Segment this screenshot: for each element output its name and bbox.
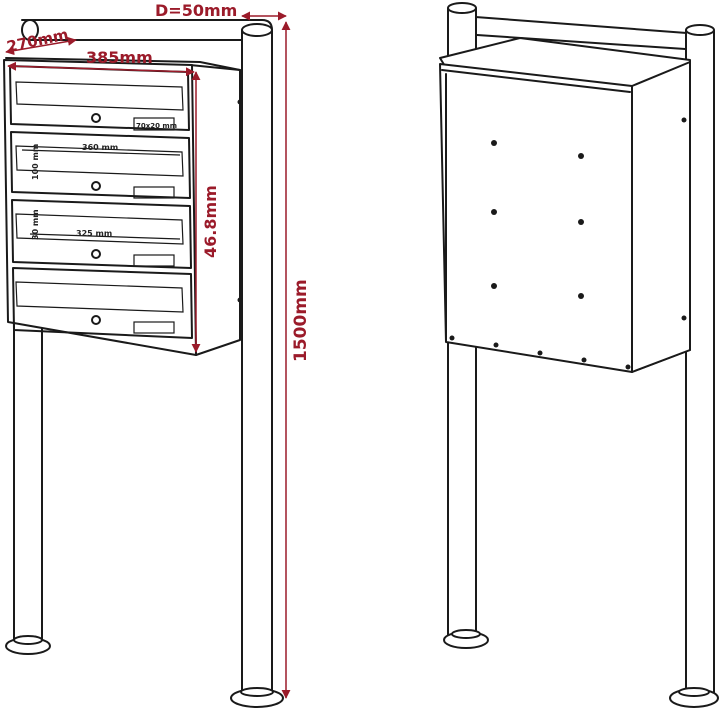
front-view: 70x20 mm 360 mm 100 mm 325 mm 30 mm (3, 1, 311, 708)
label-holder (133, 117, 175, 131)
dimension-lines (5, 11, 291, 699)
compartment-3: 325 mm 30 mm (11, 199, 192, 269)
right-post-top (241, 23, 273, 37)
back-right-post (685, 29, 715, 695)
width-label: 385mm (86, 48, 153, 67)
box-height-label: 46.8mm (201, 185, 220, 258)
bolt (237, 99, 243, 105)
total-height-label: 1500mm (291, 279, 311, 362)
slot-length-label: 360 mm (82, 143, 118, 152)
back-view (439, 2, 719, 708)
label-dimension: 70x20 mm (136, 122, 177, 130)
left-post (13, 319, 43, 651)
slot-length-small-label: 325 mm (76, 229, 112, 238)
slot-height-label: 100 mm (31, 144, 40, 180)
slot-height-small-label: 30 mm (31, 209, 40, 240)
pipe-diameter-label: D=50mm (155, 1, 237, 20)
compartment-2: 360 mm 100 mm (10, 131, 191, 199)
mounting-holes (449, 117, 687, 370)
right-post-foot-top (240, 687, 274, 697)
back-box-side (631, 61, 691, 373)
back-box-panel (439, 63, 633, 373)
left-post-foot-top (13, 635, 43, 645)
box-top (5, 57, 241, 71)
bolt (237, 297, 243, 303)
right-post (241, 29, 273, 695)
